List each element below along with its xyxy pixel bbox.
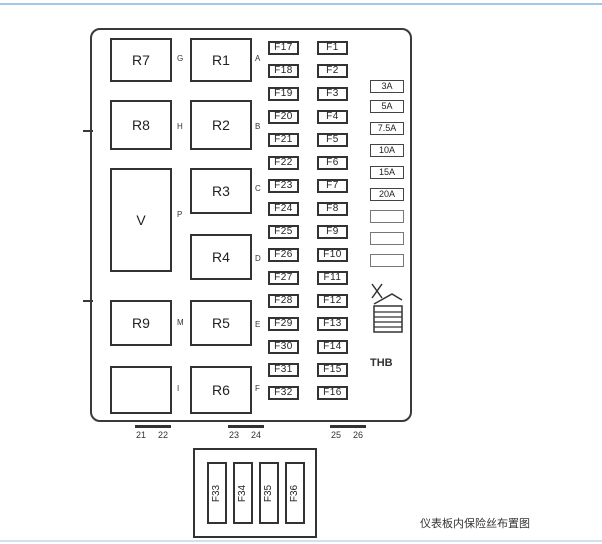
fuse-f12: F12	[317, 294, 348, 308]
fuse-f4: F4	[317, 110, 348, 124]
fuse-f16: F16	[317, 386, 348, 400]
spare-fuse: 5A	[370, 100, 404, 113]
fuse-f15: F15	[317, 363, 348, 377]
diagram-caption: 仪表板内保险丝布置图	[420, 518, 530, 530]
fuse-f7: F7	[317, 179, 348, 193]
relay-r3: R3	[190, 168, 252, 214]
relay-pin-label: P	[177, 210, 183, 219]
relay-label: R3	[212, 183, 230, 199]
fuse-f27: F27	[268, 271, 299, 285]
relay-label: R7	[132, 52, 150, 68]
relay-r8: R8	[110, 100, 172, 150]
fuse-f9: F9	[317, 225, 348, 239]
fuse-puller-icon	[371, 283, 403, 333]
fuse-f3: F3	[317, 87, 348, 101]
fuse-f29: F29	[268, 317, 299, 331]
fuse-f21: F21	[268, 133, 299, 147]
relay-pin-label: I	[177, 384, 180, 393]
fuse-label: F34	[237, 484, 249, 502]
relay-r7: R7	[110, 38, 172, 82]
fuse-f5: F5	[317, 133, 348, 147]
relay-pin-label: F	[255, 384, 260, 393]
spare-fuse: 10A	[370, 144, 404, 157]
panel-edge-tick	[83, 300, 93, 302]
fuse-f24: F24	[268, 202, 299, 216]
relay-r9: R9	[110, 300, 172, 346]
fuse-f26: F26	[268, 248, 299, 262]
fuse-f33: F33	[207, 462, 227, 524]
fuse-f14: F14	[317, 340, 348, 354]
spare-fuse: 20A	[370, 188, 404, 201]
plug-fuse-block: F33 F34 F35 F36	[193, 448, 317, 538]
spare-fuse: 7.5A	[370, 122, 404, 135]
spare-fuse-empty	[370, 232, 404, 245]
relay-r1: R1	[190, 38, 252, 82]
relay-pin-label: M	[177, 318, 184, 327]
connector-bar	[330, 425, 366, 428]
connector-label: 21	[136, 430, 147, 440]
fuse-f28: F28	[268, 294, 299, 308]
fuse-f19: F19	[268, 87, 299, 101]
connector-label: 22	[158, 430, 169, 440]
marker-label: THB	[370, 357, 393, 369]
relay-label: V	[136, 212, 146, 228]
relay-r6: R6	[190, 366, 252, 414]
connector-bar	[135, 425, 171, 428]
fuse-f1: F1	[317, 41, 348, 55]
fuse-f11: F11	[317, 271, 348, 285]
spare-fuse-empty	[370, 254, 404, 267]
connector-label: 24	[251, 430, 262, 440]
connector-label: 25	[331, 430, 342, 440]
relay-label: R4	[212, 249, 230, 265]
connector-label: 26	[353, 430, 364, 440]
fuse-f35: F35	[259, 462, 279, 524]
relay-r4: R4	[190, 234, 252, 280]
relay-pin-label: H	[177, 122, 183, 131]
relay-pin-label: B	[255, 122, 261, 131]
fuse-f23: F23	[268, 179, 299, 193]
spare-fuse: 3A	[370, 80, 404, 93]
fuse-f13: F13	[317, 317, 348, 331]
relay-r2: R2	[190, 100, 252, 150]
top-border-line	[0, 3, 602, 5]
relay-label: R2	[212, 117, 230, 133]
fuse-label: F35	[263, 484, 275, 502]
relay-label: R6	[212, 382, 230, 398]
relay-pin-label: A	[255, 54, 261, 63]
relay-pin-label: E	[255, 320, 261, 329]
connector-bar	[228, 425, 264, 428]
connector-label: 23	[229, 430, 240, 440]
fuse-f17: F17	[268, 41, 299, 55]
fuse-f30: F30	[268, 340, 299, 354]
relay-label: R8	[132, 117, 150, 133]
panel-edge-tick	[83, 130, 93, 132]
fuse-f34: F34	[233, 462, 253, 524]
fuse-f8: F8	[317, 202, 348, 216]
relay-pin-label: G	[177, 54, 184, 63]
fuse-f10: F10	[317, 248, 348, 262]
fuse-f6: F6	[317, 156, 348, 170]
fuse-f2: F2	[317, 64, 348, 78]
relay-label: R1	[212, 52, 230, 68]
relay-r5: R5	[190, 300, 252, 346]
spare-fuse-empty	[370, 210, 404, 223]
fuse-label: F33	[211, 484, 223, 502]
fuse-label: F36	[289, 484, 301, 502]
fuse-f25: F25	[268, 225, 299, 239]
relay-empty	[110, 366, 172, 414]
fuse-f18: F18	[268, 64, 299, 78]
fuse-f32: F32	[268, 386, 299, 400]
fuse-f20: F20	[268, 110, 299, 124]
fuse-f36: F36	[285, 462, 305, 524]
fuse-f22: F22	[268, 156, 299, 170]
relay-label: R5	[212, 315, 230, 331]
relay-label: R9	[132, 315, 150, 331]
spare-fuse: 15A	[370, 166, 404, 179]
relay-v: V	[110, 168, 172, 272]
fuse-f31: F31	[268, 363, 299, 377]
bottom-border-line	[0, 540, 602, 542]
relay-pin-label: D	[255, 254, 261, 263]
relay-pin-label: C	[255, 184, 261, 193]
